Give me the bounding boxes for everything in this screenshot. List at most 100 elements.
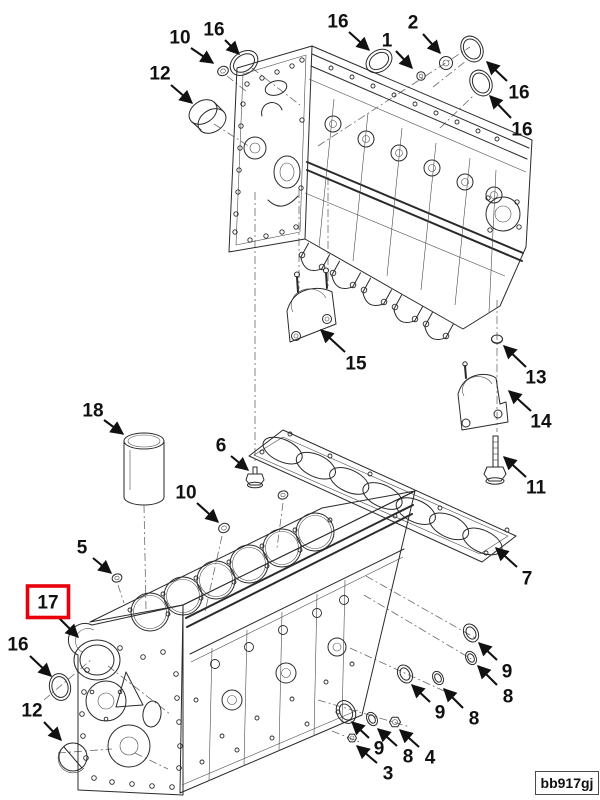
callout-label: 14 xyxy=(530,412,552,433)
leader-arrow-icon xyxy=(319,329,346,353)
side-cam-row xyxy=(210,595,349,669)
cylinder-liner-18 xyxy=(123,432,165,506)
callout-18-12[interactable]: 18 xyxy=(82,401,125,435)
side-bolt-holes xyxy=(193,661,355,765)
leader-arrow-icon xyxy=(486,61,508,82)
callout-label: 1 xyxy=(382,31,393,52)
center-line xyxy=(143,504,147,611)
leader-arrow-icon xyxy=(351,721,370,739)
lower-cylinder-block xyxy=(67,490,416,796)
callout-16-7[interactable]: 16 xyxy=(489,95,533,141)
callout-17-16[interactable]: 17 xyxy=(25,584,79,638)
callout-10-14[interactable]: 10 xyxy=(175,483,220,523)
washer-1 xyxy=(416,71,426,81)
callout-12-2[interactable]: 12 xyxy=(149,64,194,104)
leader-arrow-icon xyxy=(348,31,371,51)
figure-code: bb917gj xyxy=(540,775,594,791)
callout-9-22[interactable]: 9 xyxy=(411,684,446,724)
center-line xyxy=(43,658,93,701)
center-line xyxy=(439,94,475,129)
leader-arrow-icon xyxy=(224,39,240,55)
callout-7-19[interactable]: 7 xyxy=(494,547,533,590)
callout-label: 7 xyxy=(522,569,533,590)
callout-12-18[interactable]: 12 xyxy=(21,701,62,741)
center-line xyxy=(134,752,169,770)
callout-label: 2 xyxy=(408,13,419,34)
center-line xyxy=(317,699,411,728)
bearing-saddles xyxy=(300,242,454,341)
plug-10-top xyxy=(217,65,229,77)
center-line xyxy=(57,748,113,754)
callout-3-27[interactable]: 3 xyxy=(355,745,393,785)
plug-5 xyxy=(111,573,123,583)
center-line xyxy=(349,647,456,697)
leader-arrow-icon xyxy=(355,745,378,764)
center-line xyxy=(365,575,478,640)
o-ring-8-lower xyxy=(365,711,379,727)
callout-15-8[interactable]: 15 xyxy=(319,329,367,375)
cylinder-bores xyxy=(130,512,335,632)
leader-arrow-icon xyxy=(190,47,215,64)
center-line xyxy=(213,123,251,148)
leader-arrow-icon xyxy=(503,345,527,368)
leader-arrow-icon xyxy=(196,502,220,523)
callout-label: 13 xyxy=(525,368,546,389)
o-ring-8-upper xyxy=(464,650,478,666)
rail-bolt-holes xyxy=(328,65,500,142)
callout-1-4[interactable]: 1 xyxy=(382,31,413,69)
center-lines xyxy=(43,46,498,770)
callout-14-10[interactable]: 14 xyxy=(507,390,552,433)
callout-10-0[interactable]: 10 xyxy=(169,28,215,64)
callout-8-21[interactable]: 8 xyxy=(477,665,513,708)
cam-bosses xyxy=(324,115,503,204)
leader-arrow-icon xyxy=(29,655,52,677)
callout-label: 16 xyxy=(327,12,348,33)
callout-label: 16 xyxy=(511,120,532,141)
leader-arrow-icon xyxy=(422,33,441,55)
callout-9-24[interactable]: 9 xyxy=(351,721,385,760)
callout-16-1[interactable]: 16 xyxy=(203,20,240,55)
callout-16-3[interactable]: 16 xyxy=(327,12,371,51)
callout-4-26[interactable]: 4 xyxy=(398,729,436,769)
callout-2-5[interactable]: 2 xyxy=(408,13,441,55)
callout-6-13[interactable]: 6 xyxy=(216,436,250,471)
callout-label: 17 xyxy=(37,593,58,614)
callout-label: 9 xyxy=(374,739,385,760)
cup-plug-12-bottom-left xyxy=(57,742,88,774)
center-line xyxy=(363,594,474,661)
upper-cylinder-block xyxy=(228,45,533,341)
o-ring-9-middle xyxy=(396,664,414,684)
callout-5-15[interactable]: 5 xyxy=(77,538,113,574)
leader-arrow-icon xyxy=(494,547,518,568)
callout-9-20[interactable]: 9 xyxy=(478,642,513,683)
callout-11-11[interactable]: 11 xyxy=(502,456,546,499)
figure-code-box: bb917gj xyxy=(535,771,599,795)
center-line xyxy=(251,67,301,106)
freeze-plugs xyxy=(221,637,347,711)
callout-16-17[interactable]: 16 xyxy=(7,635,52,677)
leader-arrow-icon xyxy=(376,728,398,747)
plug-10-bottom xyxy=(218,522,230,534)
callout-8-23[interactable]: 8 xyxy=(443,688,479,730)
center-line xyxy=(276,502,284,549)
callout-16-6[interactable]: 16 xyxy=(486,61,530,104)
leader-arrow-icon xyxy=(507,390,532,412)
o-ring-8-middle xyxy=(431,670,445,686)
callout-13-9[interactable]: 13 xyxy=(503,345,547,389)
center-line xyxy=(226,75,248,93)
bearing-bracket-14 xyxy=(457,361,509,431)
leader-arrow-icon xyxy=(170,84,194,104)
callout-label: 9 xyxy=(502,662,513,683)
bolt-6 xyxy=(245,466,265,489)
callout-8-25[interactable]: 8 xyxy=(376,728,413,768)
callout-label: 16 xyxy=(508,83,529,104)
leader-arrow-icon xyxy=(398,729,420,748)
callout-label: 16 xyxy=(7,635,28,656)
callout-label: 9 xyxy=(435,703,446,724)
leader-arrow-icon xyxy=(478,642,498,661)
leader-arrow-icon xyxy=(103,419,125,435)
leader-arrow-icon xyxy=(43,721,62,741)
